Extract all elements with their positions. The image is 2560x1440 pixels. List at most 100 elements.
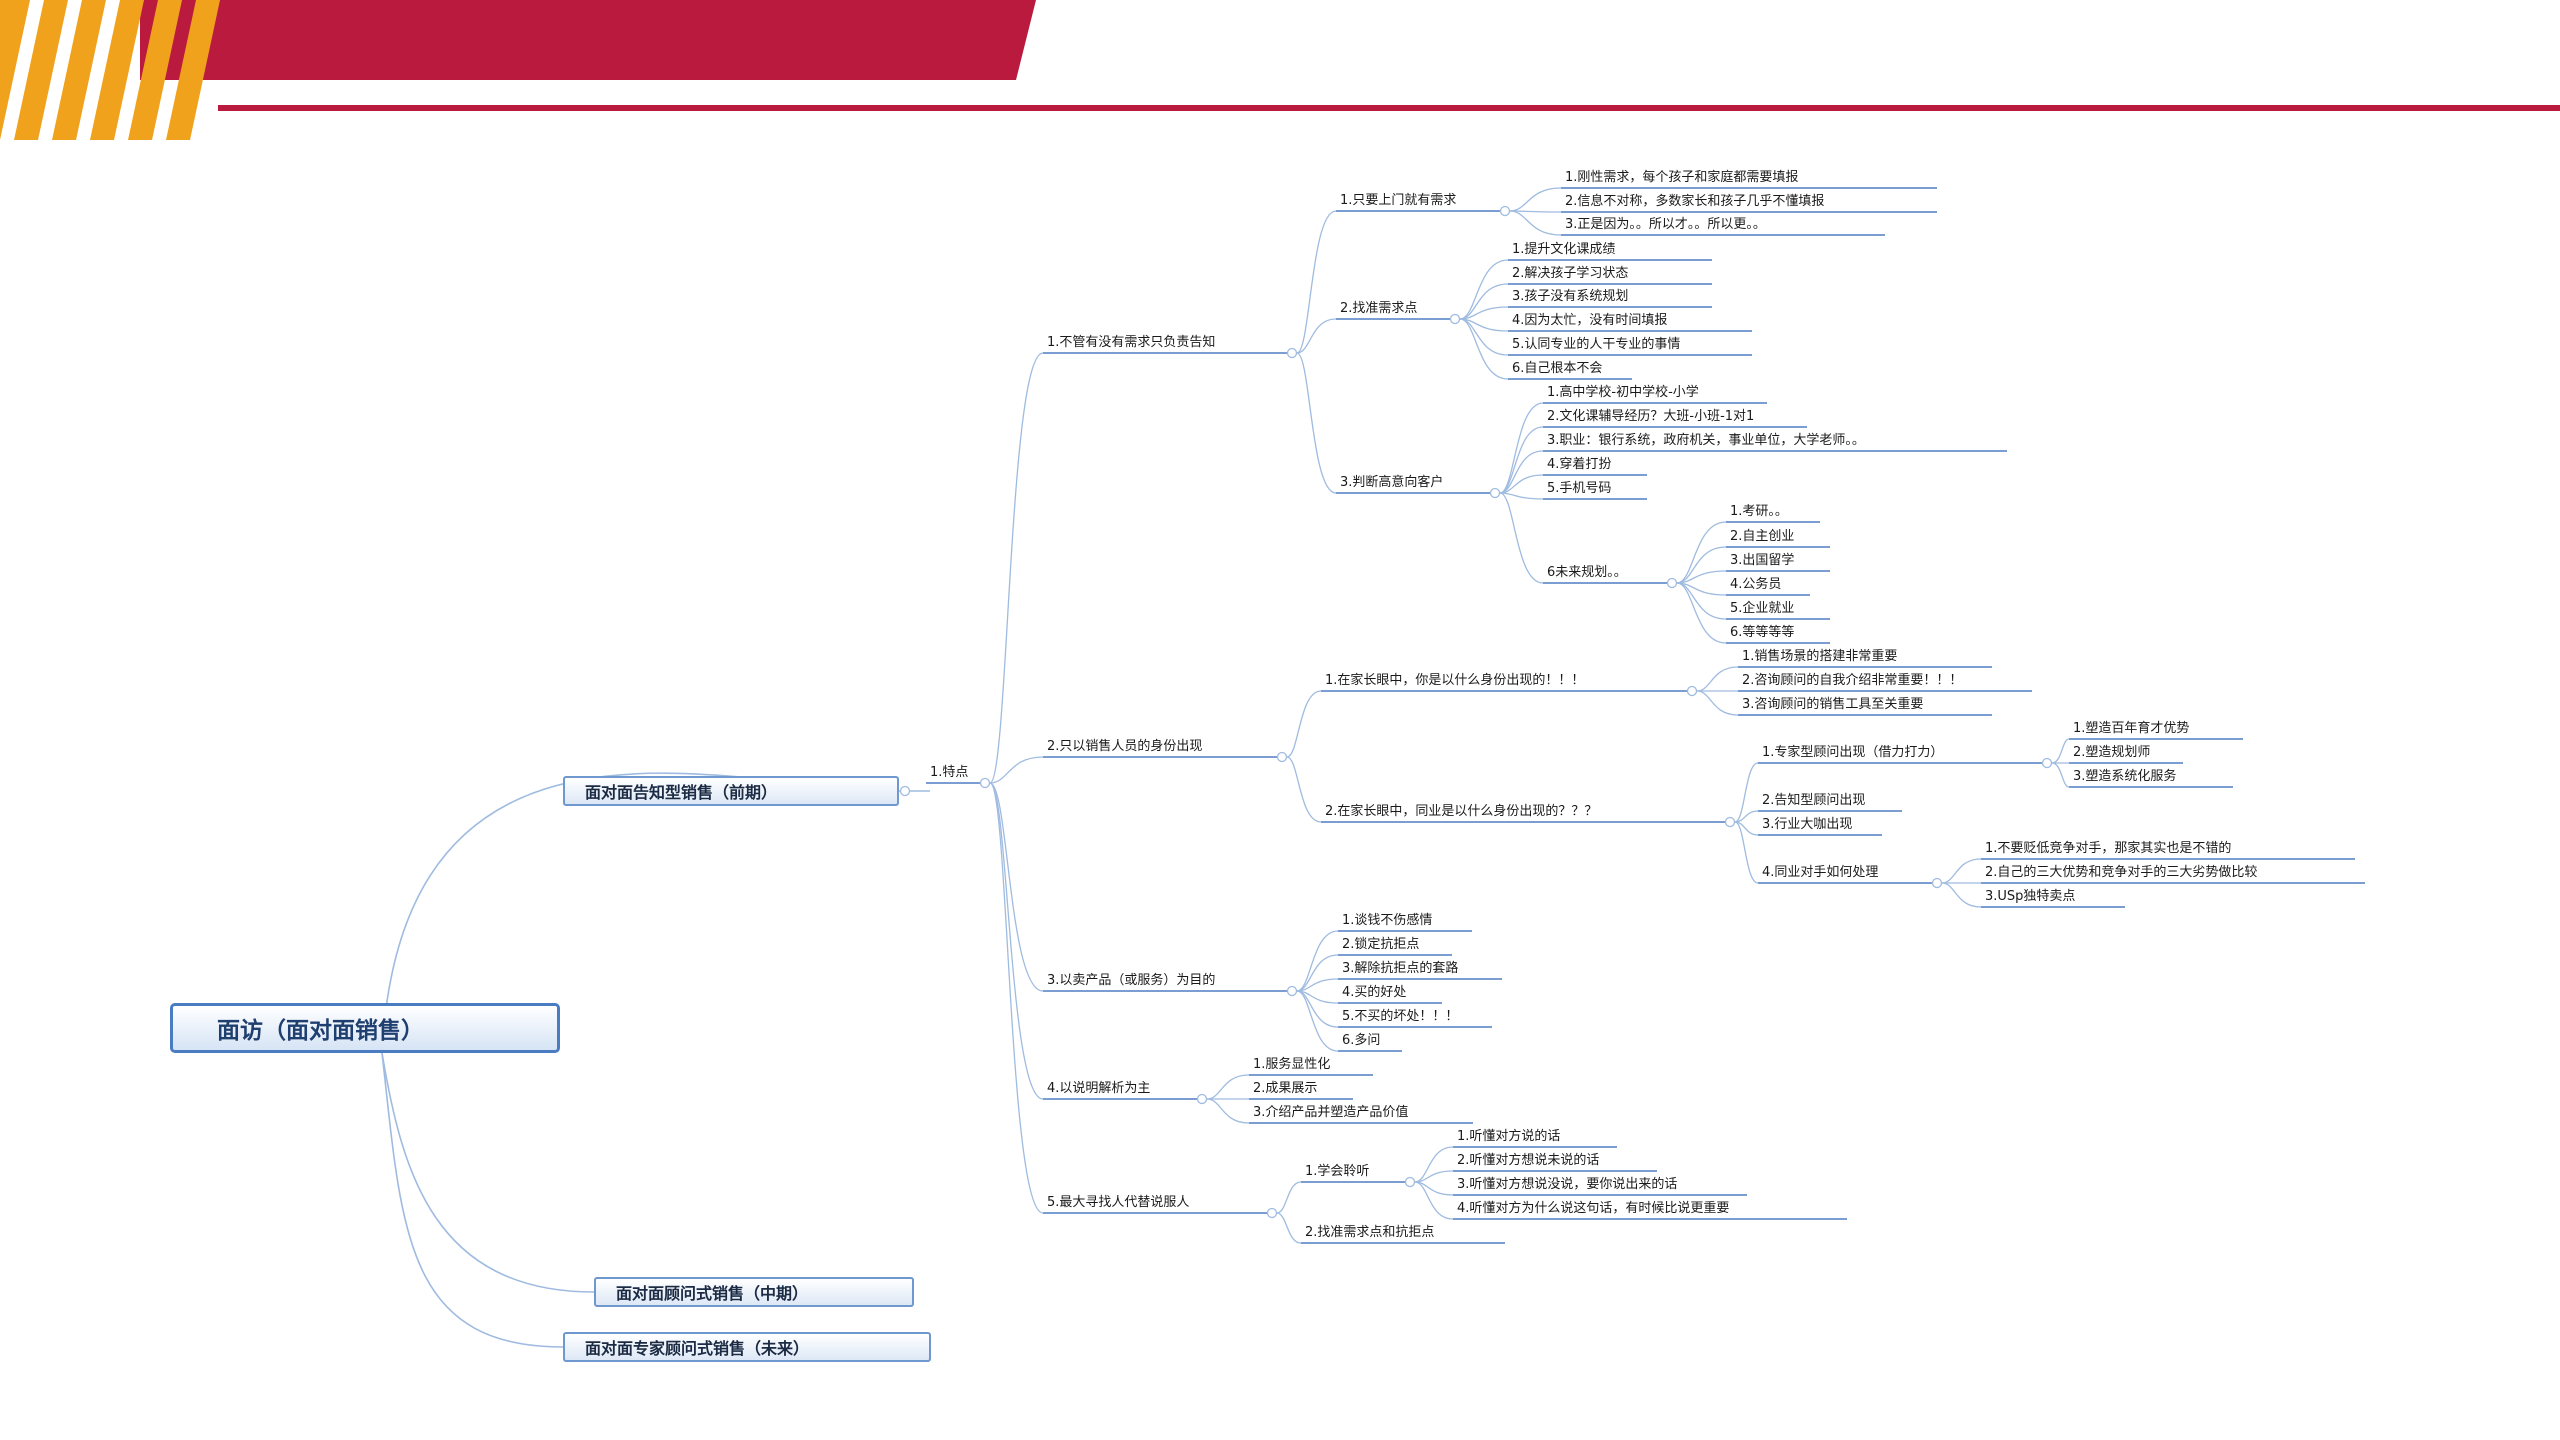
- mind-map-node[interactable]: 2.找准需求点: [1340, 301, 1418, 316]
- node-connector: [1941, 882, 1982, 908]
- mind-map-node[interactable]: 1.不管有没有需求只负责告知: [1047, 335, 1216, 350]
- mind-map-node[interactable]: 2.自己的三大优势和竞争对手的三大劣势做比较: [1985, 865, 2258, 880]
- collapse-toggle-icon[interactable]: [1276, 751, 1288, 763]
- collapse-toggle-icon[interactable]: [1266, 1207, 1278, 1219]
- mind-map-node[interactable]: 1.不要贬低竞争对手，那家其实也是不错的: [1985, 841, 2232, 856]
- node-connector: [989, 782, 1044, 1100]
- mind-map-node[interactable]: 3.正是因为。。所以才。。所以更。。: [1565, 217, 1766, 232]
- mind-map-node[interactable]: 3.判断高意向客户: [1340, 475, 1444, 490]
- mind-map-node[interactable]: 5.最大寻找人代替说服人: [1047, 1195, 1190, 1210]
- mind-map-node[interactable]: 2.信息不对称，多数家长和孩子几乎不懂填报: [1565, 194, 1825, 209]
- mind-map-node[interactable]: 2.在家长眼中，同业是以什么身份出现的？？？: [1325, 804, 1598, 819]
- mind-map-node[interactable]: 3.介绍产品并塑造产品价值: [1253, 1105, 1409, 1120]
- mind-map-node[interactable]: 4.因为太忙，没有时间填报: [1512, 313, 1668, 328]
- root-node[interactable]: 面访（面对面销售）: [170, 1003, 560, 1053]
- mind-map-node[interactable]: 4.听懂对方为什么说这句话，有时候比说更重要: [1457, 1201, 1730, 1216]
- mind-map-node[interactable]: 1.只要上门就有需求: [1340, 193, 1457, 208]
- collapse-toggle-icon[interactable]: [1286, 985, 1298, 997]
- mind-map-node[interactable]: 1.塑造百年育才优势: [2073, 721, 2190, 736]
- mind-map-node[interactable]: 3.解除抗拒点的套路: [1342, 961, 1459, 976]
- mind-map-node[interactable]: 2.自主创业: [1730, 529, 1795, 544]
- mind-map-node[interactable]: 2.解决孩子学习状态: [1512, 266, 1629, 281]
- mind-map-node[interactable]: 1.听懂对方说的话: [1457, 1129, 1561, 1144]
- mind-map-node[interactable]: 4.穿着打扮: [1547, 457, 1612, 472]
- node-connector: [1414, 1146, 1454, 1183]
- mind-map-node[interactable]: 6未来规划。。: [1547, 565, 1627, 580]
- node-connector: [1296, 930, 1339, 992]
- mind-map-node[interactable]: 2.锁定抗拒点: [1342, 937, 1420, 952]
- node-connector: [1676, 521, 1727, 584]
- mind-map-node[interactable]: 3.行业大咖出现: [1762, 817, 1853, 832]
- mind-map-node[interactable]: 4.同业对手如何处理: [1762, 865, 1879, 880]
- collapse-toggle-icon[interactable]: [1489, 487, 1501, 499]
- mind-map-node[interactable]: 1.刚性需求，每个孩子和家庭都需要填报: [1565, 170, 1799, 185]
- node-connector: [1296, 210, 1337, 354]
- collapse-toggle-icon[interactable]: [2041, 757, 2053, 769]
- mind-map-node[interactable]: 3.听懂对方想说没说，要你说出来的话: [1457, 1177, 1678, 1192]
- mind-map-node[interactable]: 2.告知型顾问出现: [1762, 793, 1866, 808]
- mind-map-node[interactable]: 4.买的好处: [1342, 985, 1407, 1000]
- mind-map-node[interactable]: 1.在家长眼中，你是以什么身份出现的！！！: [1325, 673, 1585, 688]
- header-banner: [0, 0, 2560, 140]
- mind-map-node[interactable]: 1.谈钱不伤感情: [1342, 913, 1433, 928]
- mind-map-node[interactable]: 1.特点: [930, 765, 969, 780]
- mind-map-node[interactable]: 5.认同专业的人干专业的事情: [1512, 337, 1681, 352]
- collapse-toggle-icon[interactable]: [979, 777, 991, 789]
- node-connector: [2051, 738, 2070, 764]
- collapse-toggle-icon[interactable]: [1449, 313, 1461, 325]
- node-connector: [1941, 858, 1982, 884]
- node-connector: [1414, 1181, 1454, 1220]
- node-connector: [989, 352, 1044, 784]
- collapse-toggle-icon[interactable]: [899, 785, 911, 797]
- node-connector: [1499, 492, 1544, 500]
- mind-map-node[interactable]: 3.出国留学: [1730, 553, 1795, 568]
- collapse-toggle-icon[interactable]: [1499, 205, 1511, 217]
- collapse-toggle-icon[interactable]: [1666, 577, 1678, 589]
- collapse-toggle-icon[interactable]: [1724, 816, 1736, 828]
- node-connector: [1509, 210, 1562, 213]
- mind-map-node[interactable]: 1.学会聆听: [1305, 1164, 1370, 1179]
- mind-map-node[interactable]: 5.不买的坏处！！！: [1342, 1009, 1459, 1024]
- collapse-toggle-icon[interactable]: [1931, 877, 1943, 889]
- branch-mid[interactable]: 面对面顾问式销售（中期）: [594, 1277, 914, 1307]
- branch-early[interactable]: 面对面告知型销售（前期）: [563, 776, 899, 806]
- mind-map-node[interactable]: 3.职业：银行系统，政府机关，事业单位，大学老师。。: [1547, 433, 1865, 448]
- mind-map-node[interactable]: 1.考研。。: [1730, 504, 1788, 519]
- mind-map-node[interactable]: 1.高中学校-初中学校-小学: [1547, 385, 1699, 400]
- mind-map-node[interactable]: 5.企业就业: [1730, 601, 1795, 616]
- mind-map-node[interactable]: 2.咨询顾问的自我介绍非常重要！！！: [1742, 673, 1963, 688]
- mind-map-node[interactable]: 1.提升文化课成绩: [1512, 242, 1616, 257]
- collapse-toggle-icon[interactable]: [1196, 1093, 1208, 1105]
- mind-map-node[interactable]: 3.咨询顾问的销售工具至关重要: [1742, 697, 1924, 712]
- node-connector: [1206, 1098, 1250, 1124]
- mind-map-node[interactable]: 1.销售场景的搭建非常重要: [1742, 649, 1898, 664]
- mind-map-node[interactable]: 3.以卖产品（或服务）为目的: [1047, 973, 1216, 988]
- mind-map-node[interactable]: 2.找准需求点和抗拒点: [1305, 1225, 1435, 1240]
- mind-map-node[interactable]: 2.成果展示: [1253, 1081, 1318, 1096]
- mind-map-node[interactable]: 1.服务显性化: [1253, 1057, 1331, 1072]
- collapse-toggle-icon[interactable]: [1286, 347, 1298, 359]
- mind-map-node[interactable]: 3.塑造系统化服务: [2073, 769, 2177, 784]
- node-connector: [1276, 1212, 1302, 1244]
- collapse-toggle-icon[interactable]: [1404, 1176, 1416, 1188]
- root-connector: [381, 1052, 595, 1293]
- node-connector: [1459, 318, 1509, 332]
- mind-map-node[interactable]: 6.等等等等: [1730, 625, 1795, 640]
- mind-map-node[interactable]: 1.专家型顾问出现（借力打力）: [1762, 745, 1944, 760]
- node-connector: [1296, 352, 1337, 494]
- branch-future[interactable]: 面对面专家顾问式销售（未来）: [563, 1332, 931, 1362]
- mind-map-node[interactable]: 4.公务员: [1730, 577, 1782, 592]
- mind-map-node[interactable]: 5.手机号码: [1547, 481, 1612, 496]
- mind-map-node[interactable]: 4.以说明解析为主: [1047, 1081, 1151, 1096]
- node-connector: [1499, 492, 1544, 584]
- mind-map-node[interactable]: 2.塑造规划师: [2073, 745, 2151, 760]
- collapse-toggle-icon[interactable]: [1686, 685, 1698, 697]
- mind-map-node[interactable]: 2.听懂对方想说未说的话: [1457, 1153, 1600, 1168]
- mind-map-node[interactable]: 3.孩子没有系统规划: [1512, 289, 1629, 304]
- node-connector: [1499, 474, 1544, 494]
- mind-map-node[interactable]: 6.自己根本不会: [1512, 361, 1603, 376]
- mind-map-node[interactable]: 2.文化课辅导经历？大班-小班-1对1: [1547, 409, 1755, 424]
- mind-map-node[interactable]: 3.USp独特卖点: [1985, 889, 2076, 904]
- mind-map-node[interactable]: 6.多问: [1342, 1033, 1381, 1048]
- mind-map-node[interactable]: 2.只以销售人员的身份出现: [1047, 739, 1203, 754]
